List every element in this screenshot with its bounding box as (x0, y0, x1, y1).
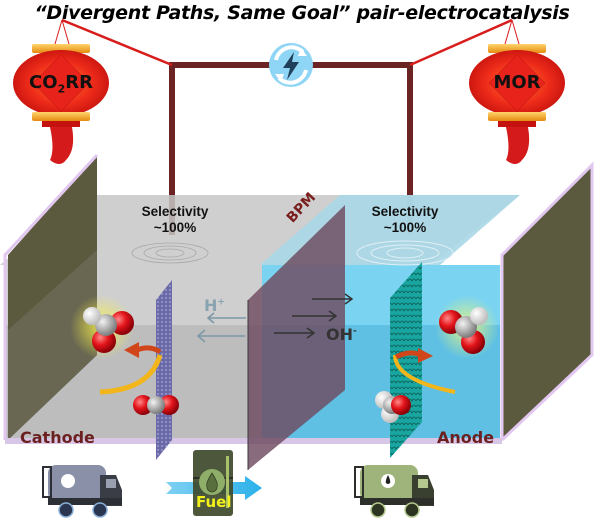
formate-molecule-anode (435, 295, 499, 359)
fuel-label: Fuel (196, 493, 232, 511)
fuel-barrel-icon (193, 450, 233, 516)
hydroxide-label: OH- (326, 325, 357, 344)
lantern-label-co2rr: CO2RR (29, 72, 93, 96)
empty-tanker-truck-icon (42, 465, 122, 518)
lantern-label-mor: MOR (493, 72, 541, 93)
bubble-ripple-cathode (131, 242, 209, 264)
anode-selectivity-value: ~100% (383, 220, 427, 235)
cathode-selectivity-title: Selectivity (141, 204, 209, 219)
bipolar-membrane (248, 205, 345, 470)
lantern-mor (469, 44, 565, 164)
reaction-arrow-cathode (99, 342, 163, 395)
diagram-title: “Divergent Paths, Same Goal” pair-electr… (34, 2, 570, 24)
methanol-molecule (375, 391, 411, 423)
hydroxide-flow-arrows (274, 293, 354, 339)
anode-selectivity: Selectivity ~100% (345, 204, 465, 236)
co2-molecule (133, 395, 179, 415)
proton-flow-arrows (196, 312, 246, 343)
full-tanker-truck-icon (354, 465, 434, 518)
proton-label: H+ (204, 296, 225, 315)
anode-selectivity-title: Selectivity (371, 204, 439, 219)
cathode-electrode (156, 280, 172, 460)
reaction-arrow-anode (393, 348, 456, 394)
cathode-selectivity-value: ~100% (153, 220, 197, 235)
lantern-strings (54, 18, 520, 67)
cathode-selectivity: Selectivity ~100% (115, 204, 235, 236)
renewable-power-icon (269, 43, 313, 87)
formic-acid-molecule-cathode (70, 295, 134, 359)
cathode-label: Cathode (20, 428, 95, 447)
lantern-co2rr (13, 44, 109, 164)
bubble-ripple-anode (356, 240, 454, 266)
anode-label: Anode (437, 428, 495, 447)
